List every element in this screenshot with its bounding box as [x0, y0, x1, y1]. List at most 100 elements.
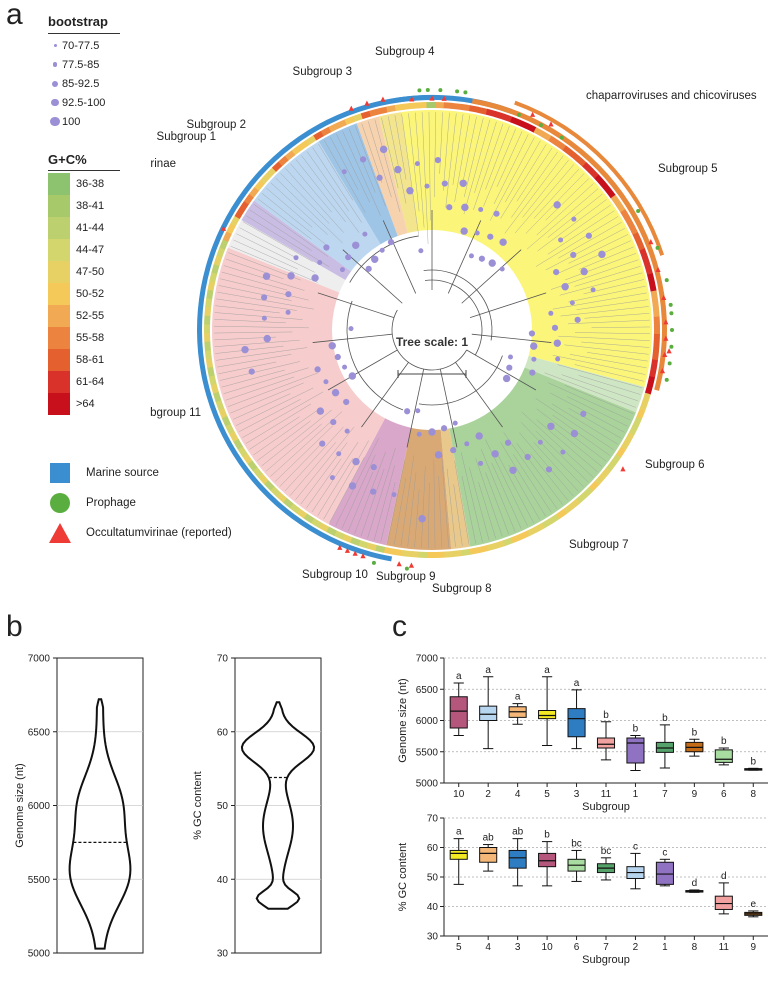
tree-branch: [239, 227, 297, 258]
tree-branch: [535, 216, 619, 267]
gc-ring-segment: [349, 537, 361, 546]
gc-legend-label: 58-61: [76, 354, 105, 366]
clade-sector: [318, 123, 398, 245]
bootstrap-legend-item: 85-92.5: [48, 74, 128, 93]
tree-branch: [552, 426, 603, 467]
tree-branch: [473, 123, 504, 210]
gc-ring-segment: [328, 122, 340, 133]
tree-branch: [421, 112, 429, 244]
gc-ring-segment: [452, 102, 462, 110]
gc-ring-segment: [243, 193, 255, 205]
y-tick-label: 5000: [416, 779, 439, 790]
bootstrap-legend-item: 100: [48, 112, 128, 131]
tree-branch: [463, 119, 491, 215]
bootstrap-node: [528, 330, 536, 337]
bootstrap-node: [330, 418, 337, 426]
x-tick-label: 11: [719, 942, 730, 953]
occultatumvirinae-marker: [663, 319, 669, 325]
gc-ring-segment: [548, 135, 560, 146]
tree-branch: [439, 112, 443, 174]
y-tick-label: 6500: [28, 727, 51, 738]
tree-branch: [275, 177, 343, 244]
gc-ring-segment: [276, 492, 287, 503]
tree-branch: [407, 472, 417, 547]
bootstrap-node: [474, 230, 480, 236]
gc-ring-segment: [652, 342, 660, 352]
clade-sector: [524, 355, 645, 413]
bootstrap-node: [379, 247, 385, 253]
tree-branch: [454, 115, 471, 203]
gc-ring-segment: [540, 131, 552, 142]
gc-ring-segment: [233, 438, 243, 450]
tree-branch: [323, 440, 369, 520]
subgroup-label: Subgroup 7: [569, 539, 628, 551]
subgroup-label: Subgroup 3: [293, 66, 352, 78]
gc-ring-segment: [620, 439, 631, 451]
bootstrap-node: [452, 420, 458, 426]
tree-branch: [547, 193, 603, 238]
tree-branch: [558, 222, 622, 259]
tree-branch: [496, 452, 534, 523]
significance-letter: c: [633, 841, 638, 852]
gc-legend-item: 52-55: [48, 305, 120, 327]
bootstrap-node: [560, 449, 566, 455]
bootstrap-node: [459, 179, 467, 187]
bootstrap-node: [478, 460, 484, 466]
y-tick-label: 40: [217, 875, 229, 886]
bootstrap-node: [502, 374, 511, 383]
gc-ring-segment: [444, 551, 454, 558]
gc-ring-segment: [600, 467, 611, 479]
clade-sector: [386, 427, 452, 550]
bootstrap-node: [434, 157, 442, 164]
tree-branch: [568, 408, 622, 439]
tree-branch: [552, 292, 647, 310]
tree-branch: [318, 143, 354, 201]
y-tick-label: 70: [217, 654, 229, 665]
bootstrap-node: [487, 233, 494, 240]
bootstrap-node: [570, 251, 577, 258]
tree-branch: [245, 403, 312, 444]
gc-ring-segment: [594, 474, 606, 486]
tree-branch: [558, 204, 611, 242]
bootstrap-node: [590, 287, 596, 293]
gc-ring-segment: [205, 297, 213, 308]
gc-ring-segment: [533, 523, 545, 533]
gc-ring-segment: [582, 162, 593, 173]
gc-ring-segment: [518, 119, 529, 129]
significance-letter: a: [544, 665, 550, 676]
tree-branch: [568, 285, 646, 303]
tree-branch: [257, 420, 311, 461]
tree-branch: [533, 168, 580, 219]
bootstrap-node: [334, 353, 341, 361]
tree-branch: [342, 131, 381, 216]
bootstrap-node: [343, 398, 350, 406]
gc-ring-segment: [226, 223, 236, 235]
box-body: [449, 696, 468, 729]
gc-color-swatch: [48, 217, 70, 239]
gc-ring-segment: [296, 508, 308, 519]
tree-branch: [246, 215, 330, 267]
tree-branch: [275, 425, 333, 482]
gc-ring-segment: [569, 150, 581, 162]
bootstrap-node: [558, 237, 564, 243]
box-body: [714, 749, 733, 763]
occultatumvirinae-marker: [529, 111, 536, 117]
prophage-marker: [463, 90, 468, 95]
gc-ring-segment: [628, 224, 639, 236]
gc-ring-segment: [344, 116, 355, 126]
bootstrap-legend-item: 77.5-85: [48, 55, 128, 74]
bootstrap-node: [370, 464, 377, 471]
tree-branch: [214, 331, 293, 334]
box-plot-group: a10: [449, 671, 468, 800]
gc-ring-segment: [562, 145, 574, 156]
tree-branch: [551, 403, 618, 445]
bootstrap-node: [404, 408, 411, 415]
gc-ring-segment: [310, 518, 322, 528]
occultatumvirinae-marker: [663, 335, 669, 341]
gc-ring-segment: [555, 509, 567, 520]
tree-branch: [408, 113, 420, 212]
gc-ring-segment: [600, 181, 611, 192]
bootstrap-node: [336, 451, 342, 457]
gc-ring-segment: [222, 231, 232, 242]
tree-branch: [434, 112, 437, 198]
